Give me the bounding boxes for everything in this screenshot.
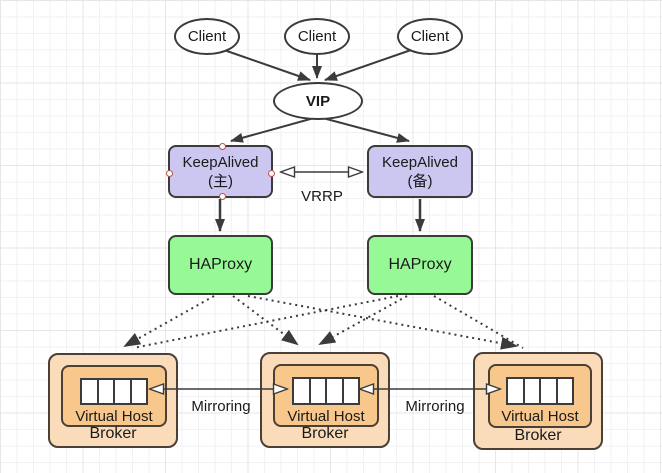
- virtual-host-label: Virtual Host: [287, 408, 365, 425]
- mirroring-label-1: Mirroring: [191, 397, 251, 415]
- queue-cell: [508, 379, 525, 403]
- client-label: Client: [410, 28, 450, 45]
- haproxy-node-2[interactable]: HAProxy: [367, 235, 473, 295]
- virtual-host-box[interactable]: Virtual Host: [488, 364, 592, 428]
- queue-cell: [82, 380, 99, 403]
- queue-cell: [541, 379, 558, 403]
- vip-label: VIP: [305, 92, 331, 110]
- queue-cell: [327, 379, 344, 403]
- client-node-1[interactable]: Client: [174, 18, 240, 55]
- broker-label: Broker: [89, 425, 137, 442]
- queue-icon: [292, 377, 360, 405]
- broker-node-1[interactable]: Virtual Host Broker: [48, 353, 178, 448]
- connection-handle-top[interactable]: [219, 143, 226, 150]
- queue-cell: [98, 380, 115, 403]
- client-label: Client: [187, 28, 227, 45]
- keepalived-backup-node[interactable]: KeepAlived (备): [367, 145, 473, 198]
- connection-handle-right[interactable]: [268, 170, 275, 177]
- client-label: Client: [297, 28, 337, 45]
- keepalived-role: (备): [407, 172, 433, 190]
- virtual-host-box[interactable]: Virtual Host: [61, 365, 167, 427]
- mirroring-label-2: Mirroring: [405, 397, 465, 415]
- haproxy-label: HAProxy: [388, 256, 452, 273]
- keepalived-name: KeepAlived: [382, 153, 458, 171]
- vrrp-label: VRRP: [301, 187, 343, 205]
- queue-cell: [557, 379, 572, 403]
- haproxy-label: HAProxy: [188, 256, 253, 273]
- broker-node-3[interactable]: Virtual Host Broker: [473, 352, 603, 450]
- virtual-host-label: Virtual Host: [501, 408, 579, 425]
- keepalived-primary-node[interactable]: KeepAlived (主): [166, 143, 275, 200]
- queue-cell: [524, 379, 541, 403]
- keepalived-role: (主): [207, 172, 233, 190]
- connection-handle-bottom[interactable]: [219, 193, 226, 200]
- connection-handle-left[interactable]: [166, 170, 173, 177]
- virtual-host-label: Virtual Host: [75, 408, 153, 425]
- queue-cell: [131, 380, 146, 403]
- queue-cell: [310, 379, 327, 403]
- broker-label: Broker: [301, 425, 349, 442]
- keepalived-name: KeepAlived: [182, 153, 259, 171]
- broker-node-2[interactable]: Virtual Host Broker: [260, 352, 390, 448]
- vip-node[interactable]: VIP: [273, 82, 363, 120]
- queue-icon: [506, 377, 574, 405]
- queue-cell: [115, 380, 132, 403]
- broker-label: Broker: [514, 427, 562, 444]
- haproxy-node-1[interactable]: HAProxy: [168, 235, 273, 295]
- virtual-host-box[interactable]: Virtual Host: [273, 364, 379, 427]
- client-node-2[interactable]: Client: [284, 18, 350, 55]
- queue-cell: [343, 379, 358, 403]
- queue-cell: [294, 379, 311, 403]
- client-node-3[interactable]: Client: [397, 18, 463, 55]
- queue-icon: [80, 378, 148, 405]
